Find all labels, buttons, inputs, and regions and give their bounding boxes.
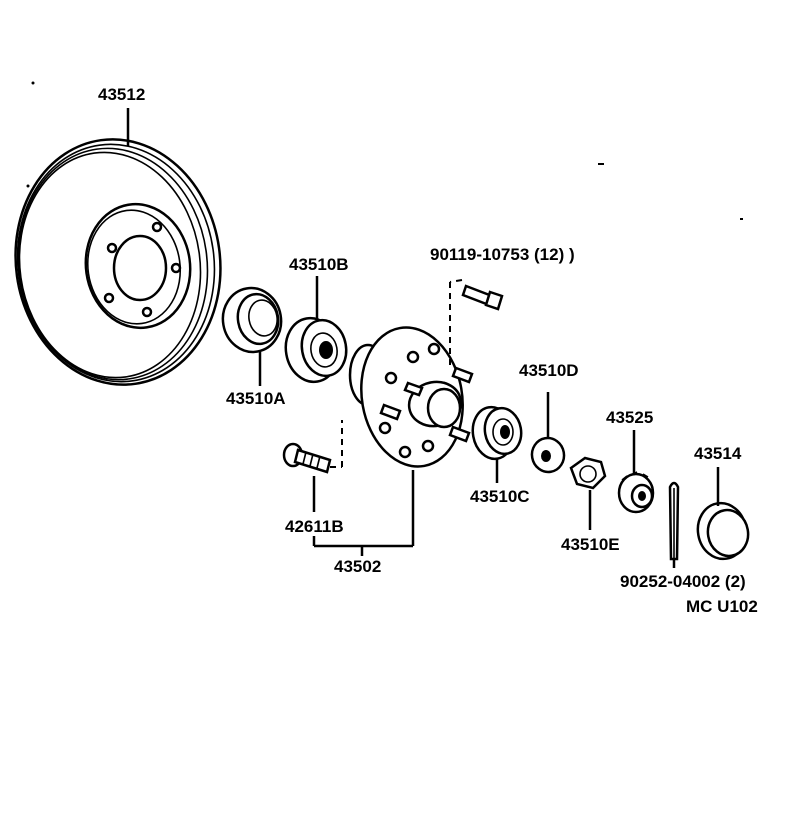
outer-bearing [284,276,348,384]
stud-leader [449,279,463,283]
hub-bolt [282,420,343,512]
label-washer: 43510D [519,361,579,380]
figure-code: MC U102 [686,597,758,616]
washer [530,392,566,474]
speck [31,81,35,85]
hub-studs [379,366,474,443]
label-seal-outer: 43510A [226,389,286,408]
label-bearing-outer: 43510B [289,255,349,274]
label-hub-assembly: 43502 [334,557,381,576]
oil-seal [221,286,283,386]
label-nut: 43510E [561,535,620,554]
brake-rotor [14,108,222,386]
label-hub-bolt: 42611B [285,517,344,536]
speck [598,163,604,165]
label-grease-cap: 43514 [694,444,742,463]
lock-cap [617,430,655,514]
label-stud-bolt: 90119-10753 (12) ) [430,245,575,264]
label-bearing-inner: 43510C [470,487,530,506]
stud-bolt [461,284,504,311]
label-cotter-pin: 90252-04002 (2) [620,572,746,591]
hub [348,326,464,468]
inner-bearing [471,405,523,483]
speck [26,184,30,188]
cotter-pin [668,481,680,568]
label-rotor: 43512 [98,85,145,104]
nut [569,456,607,530]
speck [740,218,743,220]
label-lock-cap: 43525 [606,408,653,427]
grease-cap [696,467,750,561]
